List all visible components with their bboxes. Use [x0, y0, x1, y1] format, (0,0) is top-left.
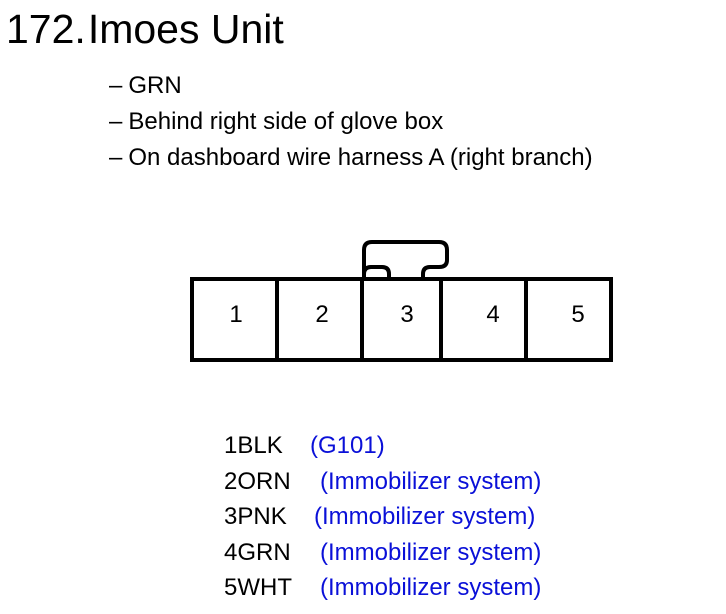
- pin-row: 2ORN (Immobilizer system): [224, 464, 541, 500]
- pin-circuit: (Immobilizer system): [320, 574, 542, 602]
- pin-row: 3PNK (Immobilizer system): [224, 499, 541, 535]
- connector-lock-tab-left: [362, 265, 391, 279]
- pin-wire: 3PNK: [224, 503, 287, 531]
- pin-wire: 1BLK: [224, 432, 283, 459]
- pin-circuit: (Immobilizer system): [314, 503, 536, 531]
- cavity-number-2: 2: [315, 301, 328, 328]
- pin-row: 4GRN (Immobilizer system): [224, 535, 541, 571]
- detail-location: –Behind right side of glove box: [109, 104, 593, 140]
- connector-lock-tab: [362, 240, 449, 279]
- detail-harness: –On dashboard wire harness A (right bran…: [109, 140, 593, 176]
- connector-body: [190, 277, 613, 362]
- detail-text: GRN: [128, 72, 182, 99]
- pin-wire: 2ORN: [224, 467, 291, 495]
- cavity-number-1: 1: [229, 301, 242, 328]
- pin-wire: 4GRN: [224, 538, 291, 566]
- detail-text: Behind right side of glove box: [128, 108, 444, 135]
- detail-dash: –: [109, 72, 123, 99]
- cavity-number-4: 4: [486, 301, 499, 328]
- cavity-number-3: 3: [400, 301, 413, 328]
- cavity-number-5: 5: [571, 301, 584, 328]
- component-number: 172.: [6, 6, 86, 52]
- detail-text: On dashboard wire harness A (right branc…: [128, 144, 593, 171]
- detail-dash: –: [109, 108, 123, 135]
- detail-connector-color: –GRN: [109, 68, 593, 104]
- pin-circuit: (Immobilizer system): [320, 467, 542, 495]
- pin-row: 5WHT (Immobilizer system): [224, 570, 541, 606]
- connector-face: 1 2 3 4 5: [190, 240, 613, 362]
- page-title: 172.Imoes Unit: [6, 4, 284, 54]
- pin-circuit: (Immobilizer system): [320, 538, 542, 566]
- pin-circuit: (G101): [310, 432, 385, 459]
- pin-list: 1BLK (G101) 2ORN (Immobilizer system) 3PNK…: [224, 428, 541, 606]
- connector-diagram: 1 2 3 4 5: [186, 236, 616, 366]
- pin-wire: 5WHT: [224, 574, 292, 602]
- component-name: Imoes Unit: [87, 6, 284, 52]
- component-details: –GRN –Behind right side of glove box –On…: [109, 68, 593, 176]
- pin-row: 1BLK (G101): [224, 428, 541, 464]
- detail-dash: –: [109, 144, 123, 171]
